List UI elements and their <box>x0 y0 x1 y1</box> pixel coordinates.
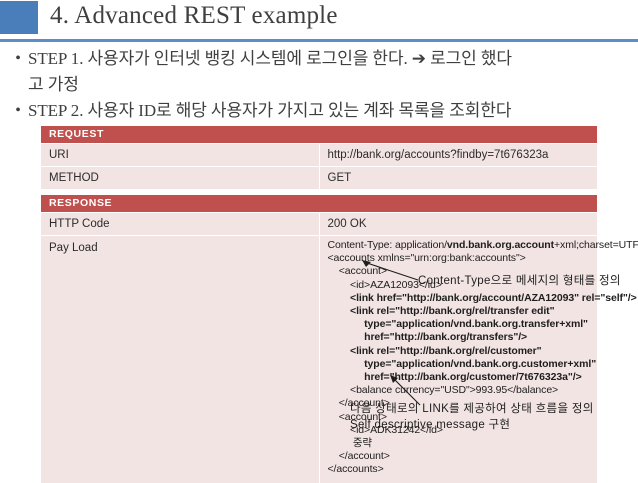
uri-value: http://bank.org/accounts?findby=7t676323… <box>319 143 597 167</box>
response-table: RESPONSE HTTP Code 200 OK Pay Load Conte… <box>41 195 638 483</box>
annotation-arrow-content-type <box>362 260 419 281</box>
request-table: REQUEST URI http://bank.org/accounts?fin… <box>41 126 597 190</box>
annotation-link-line2: Self descriptive message 구현 <box>350 419 511 431</box>
payload-code-block: Content-Type: application/vnd.bank.org.a… <box>327 239 638 476</box>
annotation-link-line1: 다음 상태로의 LINK를 제공하여 상태 흐름을 정의 <box>350 403 594 415</box>
request-section-header: REQUEST <box>41 126 597 144</box>
table-row: URI http://bank.org/accounts?findby=7t67… <box>41 143 597 167</box>
page-title: 4. Advanced REST example <box>50 2 338 29</box>
payload-label: Pay Load <box>41 235 320 483</box>
table-row: HTTP Code 200 OK <box>41 212 597 236</box>
bullet-text: STEP 1. 사용자가 인터넷 뱅킹 시스템에 로그인을 한다. ➔ 로그인 … <box>28 49 512 68</box>
bullet-marker: • <box>15 102 21 119</box>
table-row: METHOD GET <box>41 166 597 190</box>
bullet-text: 고 가정 <box>28 75 79 94</box>
response-section-label: RESPONSE <box>41 195 597 213</box>
table-row-payload: Pay Load Content-Type: application/vnd.b… <box>41 235 638 483</box>
annotation-content-type: Content-Type으로 메세지의 형태를 정의 <box>418 275 621 287</box>
title-divider <box>0 39 638 42</box>
bullet-item: • STEP 2. 사용자 ID로 해당 사용자가 가지고 있는 계좌 목록을 … <box>8 98 633 123</box>
method-label: METHOD <box>41 166 320 190</box>
request-section-label: REQUEST <box>41 126 597 144</box>
title-accent-block <box>0 1 38 34</box>
http-code-value: 200 OK <box>319 212 597 236</box>
http-code-label: HTTP Code <box>41 212 320 236</box>
response-section-header: RESPONSE <box>41 195 597 213</box>
bullet-item-continuation: 고 가정 <box>8 72 633 97</box>
bullet-text: STEP 2. 사용자 ID로 해당 사용자가 가지고 있는 계좌 목록을 조회… <box>28 101 512 120</box>
bullet-item: • STEP 1. 사용자가 인터넷 뱅킹 시스템에 로그인을 한다. ➔ 로그… <box>8 46 633 71</box>
method-value: GET <box>319 166 597 190</box>
payload-value-cell: Content-Type: application/vnd.bank.org.a… <box>319 235 638 483</box>
uri-label: URI <box>41 143 320 167</box>
bullet-marker: • <box>15 50 21 67</box>
slide-header: 4. Advanced REST example <box>0 0 638 42</box>
bullet-list: • STEP 1. 사용자가 인터넷 뱅킹 시스템에 로그인을 한다. ➔ 로그… <box>8 46 633 124</box>
annotation-arrow-link <box>390 375 421 406</box>
